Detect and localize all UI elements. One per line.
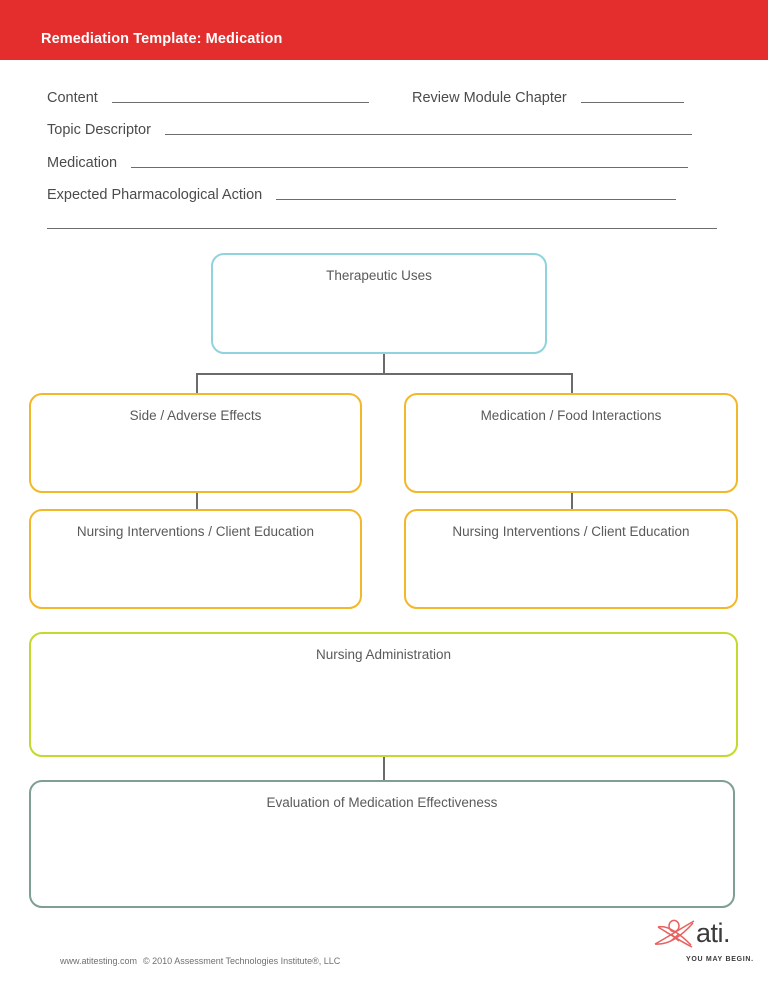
box-label-nursing-administration: Nursing Administration: [315, 647, 452, 662]
form-row-content: Content: [47, 90, 369, 106]
box-label-medication-food-interactions: Medication / Food Interactions: [480, 408, 662, 423]
box-evaluation-of-medication-effectiveness[interactable]: Evaluation of Medication Effectiveness: [29, 780, 735, 908]
box-label-evaluation-of-medication-effectiveness: Evaluation of Medication Effectiveness: [266, 795, 498, 810]
label-expected-pharmacological-action: Expected Pharmacological Action: [47, 187, 263, 203]
connector-administration-stem: [383, 756, 385, 781]
box-nursing-interventions-right[interactable]: Nursing Interventions / Client Education: [404, 509, 738, 609]
input-topic-descriptor[interactable]: [164, 134, 692, 135]
connector-right-middle: [571, 492, 573, 510]
connector-branch-left: [196, 373, 198, 394]
label-review-module-chapter: Review Module Chapter: [412, 90, 567, 106]
ati-tagline: YOU MAY BEGIN.: [686, 956, 754, 963]
box-label-nursing-interventions-right: Nursing Interventions / Client Education: [452, 524, 690, 539]
footer-credits: www.atitesting.com © 2010 Assessment Tech…: [60, 956, 340, 966]
box-label-nursing-interventions-left: Nursing Interventions / Client Education: [76, 524, 315, 539]
box-nursing-interventions-left[interactable]: Nursing Interventions / Client Education: [29, 509, 362, 609]
box-medication-food-interactions[interactable]: Medication / Food Interactions: [404, 393, 738, 493]
box-therapeutic-uses[interactable]: Therapeutic Uses: [211, 253, 547, 354]
form-row-continuation: [47, 228, 717, 232]
input-medication[interactable]: [131, 167, 689, 168]
label-medication: Medication: [47, 155, 118, 171]
header-banner: Remediation Template: Medication: [0, 0, 768, 60]
form-row-expected-pharmacological-action: Expected Pharmacological Action: [47, 187, 677, 203]
form-row-review-module-chapter: Review Module Chapter: [412, 90, 684, 106]
footer-website: www.atitesting.com: [60, 956, 138, 966]
label-content: Content: [47, 90, 98, 106]
input-continuation[interactable]: [47, 228, 717, 229]
input-expected-pharmacological-action[interactable]: [276, 199, 677, 200]
footer-copyright: © 2010 Assessment Technologies Institute…: [143, 956, 341, 966]
connector-therapeutic-stem: [383, 354, 385, 374]
page-title: Remediation Template: Medication: [41, 31, 283, 47]
box-label-therapeutic-uses: Therapeutic Uses: [326, 268, 432, 283]
input-review-module-chapter[interactable]: [580, 102, 684, 103]
form-row-medication: Medication: [47, 155, 689, 171]
box-label-side-adverse-effects: Side / Adverse Effects: [129, 408, 262, 423]
label-topic-descriptor: Topic Descriptor: [47, 122, 151, 138]
box-side-adverse-effects[interactable]: Side / Adverse Effects: [29, 393, 362, 493]
ati-logo: ati. YOU MAY BEGIN.: [652, 912, 754, 974]
connector-left-middle: [196, 492, 198, 510]
connector-branch-right: [571, 373, 573, 394]
box-nursing-administration[interactable]: Nursing Administration: [29, 632, 738, 757]
ati-swoosh-icon: [654, 919, 695, 948]
form-row-topic-descriptor: Topic Descriptor: [47, 122, 692, 138]
connector-branch-bar: [196, 373, 573, 375]
ati-wordmark: ati.: [696, 918, 731, 948]
input-content[interactable]: [111, 102, 369, 103]
